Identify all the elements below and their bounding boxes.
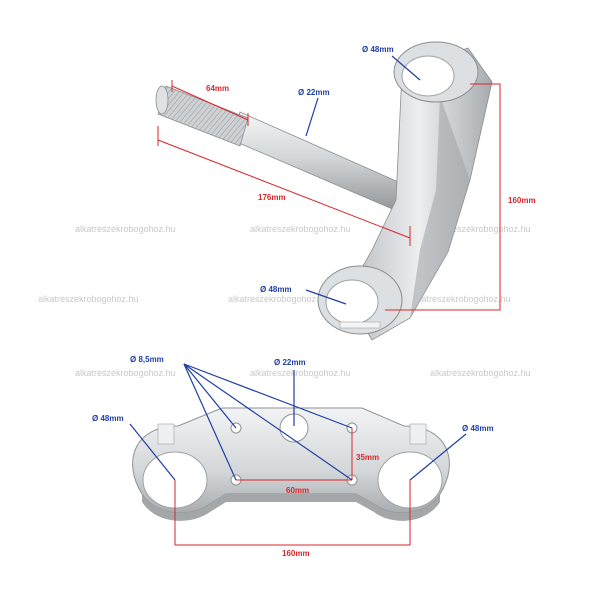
leader-top-clamp (391, 55, 421, 81)
label-clamp-center-distance: 160mm (282, 549, 310, 558)
top-leaders (305, 55, 421, 305)
dim-thread-length-line (171, 85, 249, 121)
bottom-dimensions (174, 428, 411, 546)
bottom-clamp-bore (325, 279, 379, 325)
watermark-text: alkatreszekrobogohoz.hu (75, 368, 176, 378)
top-dimensions (157, 80, 501, 311)
label-stem-length: 176mm (258, 193, 286, 202)
label-left-clamp-diameter: Ø 48mm (92, 414, 124, 423)
leader-right-clamp (409, 433, 467, 481)
right-clamp-slot (409, 423, 427, 445)
watermark-text: alkatreszekrobogohoz.hu (430, 224, 531, 234)
watermark-text: alkatreszekrobogohoz.hu (410, 294, 511, 304)
watermark-text: alkatreszekrobogohoz.hu (250, 368, 351, 378)
watermark-text: alkatreszekrobogohoz.hu (75, 224, 176, 234)
leader-hole (183, 363, 237, 429)
leader-hole (183, 363, 353, 481)
leader-left-clamp (129, 423, 176, 481)
plate-edge (142, 494, 440, 521)
label-top-clamp-diameter: Ø 48mm (362, 45, 394, 54)
watermark-text: alkatreszekrobogohoz.hu (228, 294, 329, 304)
label-hole-vertical-spacing: 35mm (356, 453, 379, 462)
leader-hole (183, 363, 237, 481)
label-bottom-clamp-diameter: Ø 48mm (260, 285, 292, 294)
dim-clamp-spacing-line (385, 83, 501, 311)
watermark-text: alkatreszekrobogohoz.hu (38, 294, 139, 304)
label-clamp-spacing: 160mm (508, 196, 536, 205)
left-clamp-slot (157, 423, 175, 445)
watermarks: alkatreszekrobogohoz.hu alkatreszekrobog… (38, 224, 531, 378)
dim-clamp-distance-line (174, 480, 411, 546)
label-right-clamp-diameter: Ø 48mm (462, 424, 494, 433)
label-hole-horizontal-spacing: 60mm (286, 486, 309, 495)
leader-bottom-clamp (305, 289, 347, 305)
leader-hole (183, 363, 353, 429)
top-clamp-bore (401, 55, 455, 97)
watermark-text: alkatreszekrobogohoz.hu (250, 224, 351, 234)
stem-thread (157, 85, 249, 147)
top-labels: Ø 48mm Ø 22mm 64mm 176mm 160mm Ø 48mm (206, 45, 536, 294)
label-hole-diameter: Ø 8,5mm (130, 355, 164, 364)
bottom-clamp-slot (339, 321, 381, 329)
watermark-text: alkatreszekrobogohoz.hu (430, 368, 531, 378)
bottom-plate-illustration (132, 407, 450, 521)
leader-stem (305, 97, 319, 137)
label-stem-diameter: Ø 22mm (298, 88, 330, 97)
label-thread-length: 64mm (206, 84, 229, 93)
dim-stem-length-line (157, 139, 411, 239)
stem-tip (155, 85, 169, 115)
clamp-body-shadow (410, 96, 470, 318)
bottom-leaders (129, 363, 467, 481)
label-center-hole-diameter: Ø 22mm (274, 358, 306, 367)
top-clamp-illustration (155, 41, 493, 341)
bottom-labels: Ø 8,5mm Ø 22mm Ø 48mm Ø 48mm 35mm 60mm 1… (92, 355, 494, 558)
